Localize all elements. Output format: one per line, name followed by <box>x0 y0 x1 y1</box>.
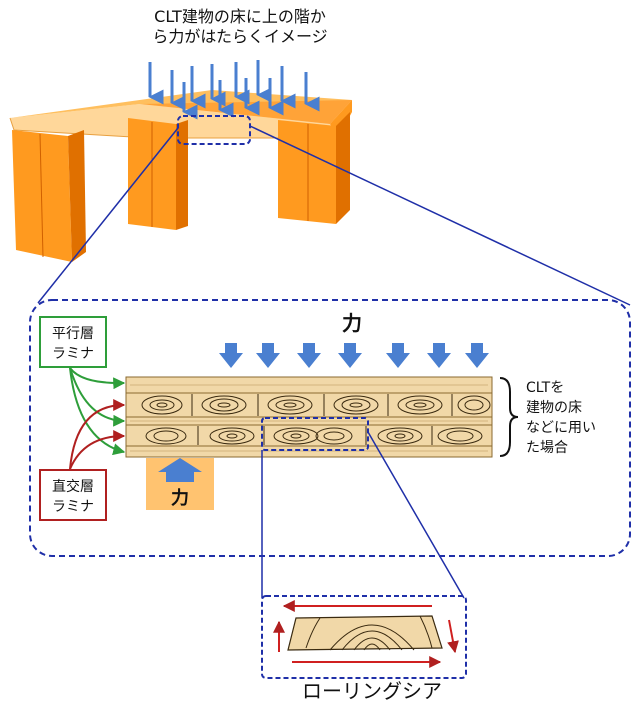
force-label-top: 力 <box>342 311 362 335</box>
panel-zoom-box <box>261 417 369 451</box>
parallel-layer-arrows <box>69 367 126 456</box>
shear-specimen-grain <box>305 615 433 651</box>
parallel-layer-label-box <box>39 316 107 368</box>
parallel-layer-arrow <box>69 367 126 390</box>
block-force-arrow <box>297 343 321 368</box>
block-force-arrow <box>338 343 362 368</box>
shear-specimen-block <box>287 615 443 651</box>
force-label-bottom: 力 <box>171 488 189 509</box>
detail-box <box>29 299 631 557</box>
parallel-layer-label-line-2: ラミナ <box>52 346 94 362</box>
wall-right-side <box>336 112 350 224</box>
usage-text-line-3: などに用い <box>526 420 596 436</box>
parallel-layer-label-line-1: 平行層 <box>52 326 94 342</box>
parallel-layer-arrow <box>69 367 126 456</box>
cross-layer-label-box <box>39 469 107 521</box>
parallel-layer-arrow <box>69 367 126 427</box>
wall-left-seam <box>39 133 44 258</box>
shear-arrow-right <box>447 619 459 654</box>
support-force-arrow <box>158 458 202 482</box>
rolling-shear-label: ローリングシア <box>302 679 442 702</box>
cross-layer-grain-1 <box>141 394 491 416</box>
wall-left-side <box>68 130 86 262</box>
cross-layer-arrows <box>69 399 126 470</box>
wall-right-front <box>278 120 336 224</box>
zoom-line-left <box>37 127 179 304</box>
wall-middle-side <box>176 120 188 230</box>
title-line-1: CLT建物の床に上の階か <box>154 7 326 26</box>
top-force-arrows <box>219 343 489 368</box>
cross-layer-label-line-1: 直交層 <box>52 478 94 495</box>
cross-layer-label-line-2: ラミナ <box>52 499 94 515</box>
title-line-2: ら力がはたらくイメージ <box>152 27 327 46</box>
usage-brace <box>499 377 519 457</box>
usage-text-line-2: 建物の床 <box>526 400 582 416</box>
block-force-arrow <box>465 343 489 368</box>
shear-arrows <box>273 600 459 668</box>
zoom-line-right <box>249 125 631 306</box>
cross-layer-arrow <box>69 399 126 470</box>
block-force-arrow <box>256 343 280 368</box>
usage-text-line-1: CLTを <box>526 380 564 396</box>
usage-text-line-4: た場合 <box>526 440 568 456</box>
parallel-layer-grain <box>130 384 488 452</box>
block-force-arrow <box>219 343 243 368</box>
rolling-shear-box <box>261 595 467 679</box>
block-force-arrow <box>386 343 410 368</box>
cross-layer-arrow <box>69 430 126 470</box>
rolling-shear-specimen <box>287 615 443 651</box>
block-force-arrow <box>427 343 451 368</box>
panel-zoom-line-right <box>367 431 465 599</box>
cross-layer-grain-2 <box>145 426 483 445</box>
slab-force-arrows <box>148 60 320 120</box>
